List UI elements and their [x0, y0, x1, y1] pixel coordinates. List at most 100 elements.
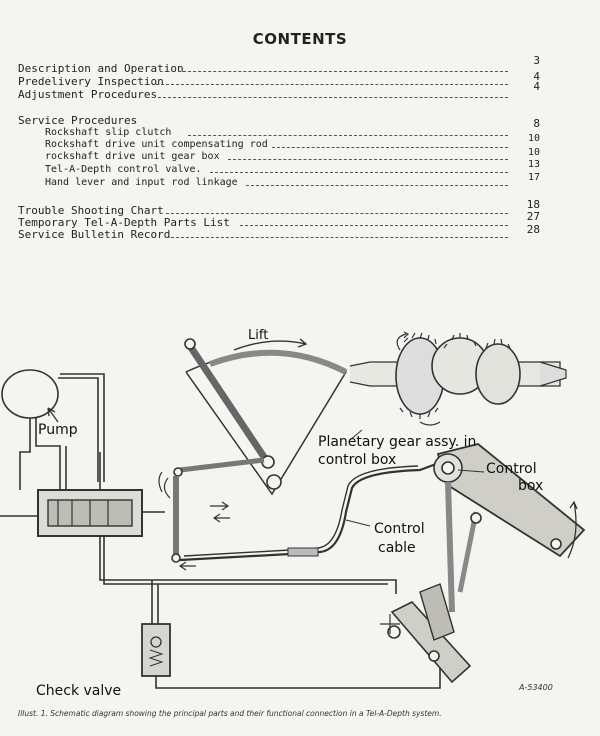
toc-page-number: 10: [527, 147, 540, 158]
toc-leader: [166, 228, 508, 238]
toc-page-number: 4: [533, 70, 540, 83]
toc-entry[interactable]: Temporary Tel-A-Depth Parts List 27: [0, 210, 600, 229]
cable-sleeve: [287, 547, 319, 557]
hydraulic-line: [99, 536, 397, 594]
check-valve-body: [141, 623, 171, 677]
toc-entry-label: Rockshaft slip clutch: [45, 127, 172, 138]
toc-page-number: 17: [527, 172, 540, 183]
toc-entry[interactable]: Predelivery Inspection 4: [0, 70, 600, 88]
toc-subentry[interactable]: Rockshaft slip clutch 10: [0, 126, 600, 144]
toc-subentry[interactable]: Tel-A-Depth control valve. 17: [0, 163, 600, 183]
planetary-gear-label: Planetary gear assy. in: [318, 434, 477, 450]
figure-number: A-53400: [519, 683, 553, 692]
toc-entry[interactable]: Description and Operation 3: [0, 54, 600, 75]
compensating-rod: [457, 511, 479, 593]
toc-entry[interactable]: Trouble Shooting Chart 18: [0, 198, 600, 217]
rockshaft-cylinder: [419, 583, 455, 641]
toc-entry-label: Tel-A-Depth control valve.: [45, 164, 202, 175]
toc-page-number: 27: [526, 210, 540, 223]
toc-leader: [240, 216, 508, 226]
figure-caption: Illust. 1. Schematic diagram showing the…: [18, 709, 442, 718]
toc-subentry[interactable]: rockshaft drive unit gear box 13: [0, 150, 600, 170]
lever-knob: [184, 338, 196, 350]
page-title: CONTENTS: [252, 30, 348, 48]
toc-leader: [228, 150, 508, 160]
motion-arrow: [178, 561, 196, 571]
link-pivot: [171, 553, 181, 563]
lift-label: Lift: [248, 328, 269, 343]
toc-entry-label: Service Bulletin Record: [18, 228, 171, 241]
rod-pivot: [470, 512, 482, 524]
toc-leader: [166, 204, 508, 214]
motion-arrow: [210, 501, 230, 523]
rockshaft-pivot: [387, 625, 401, 639]
rockshaft-pivot: [428, 650, 440, 662]
hydraulic-line: [103, 536, 388, 585]
toc-subentry[interactable]: Hand lever and input rod linkage: [0, 176, 600, 189]
check-valve-spring: [148, 649, 164, 667]
callout-line: [457, 469, 485, 473]
gear-arrow: [396, 331, 410, 351]
control-box-label-line2: box: [518, 478, 544, 494]
toc-page-number: 13: [527, 159, 540, 170]
check-valve-ball: [150, 636, 162, 648]
toc-page-number: 4: [533, 80, 540, 93]
control-box-pivot: [441, 461, 455, 475]
toc-leader: [178, 62, 508, 72]
toc-entry-label: Temporary Tel-A-Depth Parts List: [18, 216, 230, 229]
toc-page-number: 10: [527, 133, 540, 144]
toc-leader: [272, 138, 508, 148]
gear-teeth: [403, 332, 511, 349]
lift-scale: [208, 349, 348, 375]
control-cable: [179, 462, 437, 562]
hand-lever: [187, 344, 269, 462]
toc-page-number: 3: [533, 54, 540, 67]
hydraulic-line: [19, 418, 31, 490]
toc-leader: [246, 176, 508, 186]
control-box-end-pivot: [550, 538, 562, 550]
toc-section-heading: Service Procedures: [18, 114, 138, 127]
pump-label: Pump: [38, 422, 78, 438]
toc-entry-label: Description and Operation: [18, 62, 184, 75]
callout-line: [349, 429, 363, 441]
toc-entry-label: Predelivery Inspection: [18, 75, 164, 88]
control-box-label: Control: [486, 461, 537, 477]
toc-leader: [156, 75, 508, 85]
rotation-arrow: [567, 500, 578, 559]
pivot-mount: [380, 614, 400, 634]
toc-leader: [188, 126, 508, 136]
hydraulic-line: [60, 373, 105, 482]
control-cable-label-line2: cable: [378, 540, 416, 556]
check-valve-label: Check valve: [36, 683, 122, 699]
toc-leader: [158, 88, 508, 98]
valve-stem: [0, 511, 165, 517]
toc-entry-label: Trouble Shooting Chart: [18, 204, 164, 217]
input-rod: [179, 457, 265, 473]
toc-page-number: 28: [526, 223, 540, 236]
lift-arrow: [233, 338, 308, 351]
control-cable-label: Control: [374, 521, 425, 537]
gear-arrow: [419, 421, 441, 426]
toc-entry-label: rockshaft drive unit gear box: [45, 151, 220, 162]
arrow: [47, 407, 59, 423]
toc-entry-label: Hand lever and input rod linkage: [45, 177, 238, 188]
hydraulic-line: [35, 418, 61, 490]
callout-line: [345, 519, 371, 527]
valve-ports: [57, 500, 109, 526]
toc-page-number: 18: [526, 198, 540, 211]
toc-leader: [210, 163, 508, 173]
gear-teeth: [399, 407, 439, 419]
hydraulic-line: [58, 377, 99, 482]
curved-arrow: [158, 471, 171, 499]
toc-section[interactable]: Service Procedures 8: [0, 114, 600, 130]
sun-gear: [475, 343, 521, 405]
bellcrank-pivot: [173, 467, 183, 477]
shaft-tip: [539, 361, 567, 387]
control-cable-inner: [183, 465, 419, 557]
toc-subentry[interactable]: Rockshaft drive unit compensating rod 10: [0, 138, 600, 158]
quadrant-pivot: [266, 474, 282, 490]
toc-entry[interactable]: Adjustment Procedures 4: [0, 80, 600, 101]
toc-page-number: 8: [533, 117, 540, 130]
toc-entry[interactable]: Service Bulletin Record 28: [0, 223, 600, 241]
